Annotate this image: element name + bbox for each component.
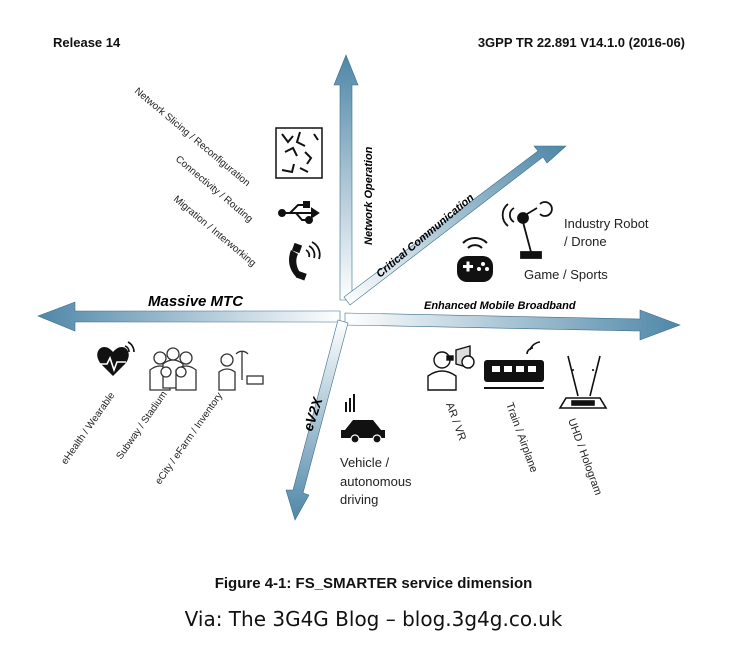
label-vehicle-2: autonomous — [340, 474, 412, 489]
phone-icon — [289, 241, 321, 281]
arrow-ev2x — [285, 319, 349, 521]
farm-icon — [218, 350, 264, 391]
label-vehicle-3: driving — [340, 492, 378, 507]
label-ehealth: eHealth / Wearable — [59, 390, 117, 467]
network-slicing-icon — [275, 127, 323, 179]
ar-vr-icon — [427, 345, 475, 391]
source-footer: Via: The 3G4G Blog – blog.3g4g.co.uk — [184, 607, 563, 631]
label-ecity: eCity / eFarm / Inventory — [153, 391, 225, 487]
label-train: Train / Airplane — [503, 401, 539, 474]
hologram-icon — [558, 355, 608, 409]
label-vehicle-1: Vehicle / — [340, 455, 390, 470]
label-game-sports: Game / Sports — [524, 267, 608, 282]
label-massive-mtc: Massive MTC — [148, 293, 244, 310]
gamepad-icon — [457, 237, 493, 282]
industry-robot-icon — [501, 201, 553, 259]
arrow-enhanced-mbb — [344, 309, 681, 341]
label-uhd: UHD / Hologram — [565, 417, 604, 497]
arrow-network-operation — [333, 54, 359, 301]
label-migration: Migration / Interworking — [171, 194, 258, 269]
arrow-critical-communication — [343, 145, 567, 306]
label-network-operation: Network Operation — [363, 146, 375, 245]
arrow-massive-mtc — [37, 301, 341, 332]
spec-label: 3GPP TR 22.891 V14.1.0 (2016-06) — [477, 35, 685, 50]
routing-icon — [278, 201, 320, 224]
heart-icon — [97, 341, 135, 376]
figure-caption: Figure 4-1: FS_SMARTER service dimension — [214, 575, 533, 592]
label-drone: / Drone — [564, 234, 607, 249]
train-icon — [484, 341, 544, 389]
label-industry-robot: Industry Robot — [564, 216, 649, 231]
label-subway: Subway / Stadium — [114, 389, 169, 461]
label-ar-vr: AR / VR — [443, 401, 468, 442]
label-enhanced-mbb: Enhanced Mobile Broadband — [424, 300, 576, 312]
crowd-icon — [149, 347, 197, 391]
car-icon — [341, 394, 385, 444]
release-label: Release 14 — [53, 35, 121, 50]
